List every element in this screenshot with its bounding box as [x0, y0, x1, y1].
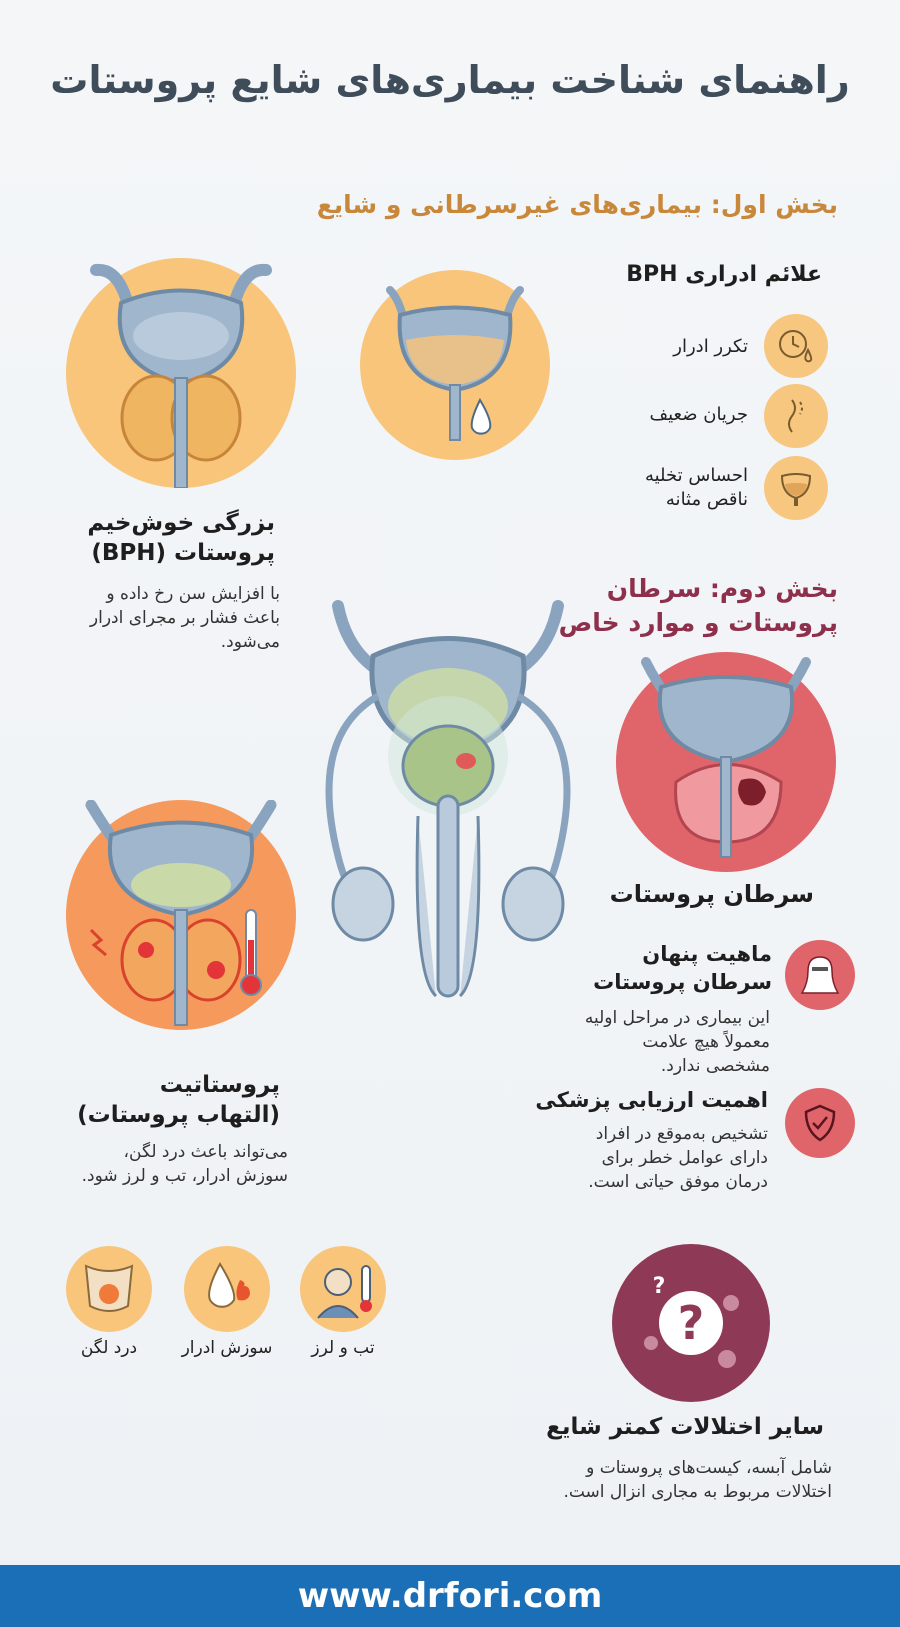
page-title: راهنمای شناخت بیماری‌های شایع پروستات: [50, 58, 850, 102]
burning-urination-icon: [184, 1246, 270, 1332]
question-mark-illustration: ? ?: [612, 1244, 770, 1402]
section2-heading-line2: پروستات و موارد خاص: [558, 608, 838, 637]
weak-stream-icon: [764, 384, 828, 448]
hidden-title-line2: سرطان پروستات: [593, 970, 772, 994]
prostatitis-desc-line1: می‌تواند باعث درد لگن،: [123, 1142, 288, 1162]
prostatitis-desc-line2: سوزش ادرار، تب و لرز شود.: [81, 1166, 288, 1186]
bph-description: با افزایش سن رخ داده و باعث فشار بر مجرا…: [20, 582, 280, 654]
evaluation-desc-line2: دارای عوامل خطر برای: [601, 1148, 768, 1168]
frequent-urination-icon: [764, 314, 828, 378]
bph-symptoms-title: علائم ادراری BPH: [626, 262, 822, 287]
hidden-desc-line2: معمولاً هیچ علامت: [642, 1032, 770, 1052]
bph-desc-line2: باعث فشار بر مجرای ادرار: [89, 608, 280, 628]
evaluation-title: اهمیت ارزیابی پزشکی: [535, 1088, 768, 1112]
fever-chills-icon: [300, 1246, 386, 1332]
bladder-illustration: [360, 270, 550, 460]
footer-website[interactable]: www.drfori.com: [0, 1565, 900, 1627]
hidden-figure-icon: [785, 940, 855, 1010]
question-mark-icon: ? ?: [644, 1274, 739, 1368]
incomplete-emptying-line2: ناقص مثانه: [665, 489, 748, 510]
frequent-urination-label: تکرر ادرار: [673, 336, 748, 357]
other-disorders-desc: شامل آبسه، کیست‌های پروستات و اختلالات م…: [512, 1456, 832, 1504]
prostatitis-title: پروستاتیت (التهاب پروستات): [20, 1070, 280, 1130]
prostatitis-illustration: [66, 799, 296, 1030]
cancer-illustration: [616, 652, 836, 872]
cancer-title: سرطان پروستات: [609, 880, 814, 908]
other-desc-line1: شامل آبسه، کیست‌های پروستات و: [586, 1458, 832, 1478]
hidden-nature-title: ماهیت پنهان سرطان پروستات: [532, 940, 772, 996]
bph-desc-line1: با افزایش سن رخ داده و: [106, 584, 280, 604]
incomplete-emptying-line1: احساس تخلیه: [644, 465, 748, 486]
inflamed-prostate-icon: [85, 799, 277, 1026]
prostatitis-desc: می‌تواند باعث درد لگن، سوزش ادرار، تب و …: [8, 1140, 288, 1188]
bph-prostate-icon: [90, 263, 272, 489]
bladder-drop-icon: [386, 286, 524, 441]
section2-heading: بخش دوم: سرطان پروستات و موارد خاص: [518, 572, 838, 640]
section2-heading-line1: بخش دوم: سرطان: [606, 574, 838, 603]
burning-urination-label: سوزش ادرار: [181, 1338, 273, 1358]
hidden-desc-line3: مشخصی ندارد.: [660, 1056, 770, 1076]
weak-stream-label: جریان ضعیف: [649, 404, 748, 425]
prostatitis-title-line1: پروستاتیت: [159, 1072, 280, 1098]
svg-text:?: ?: [678, 1296, 705, 1350]
fever-chills-label: تب و لرز: [311, 1338, 375, 1358]
incomplete-emptying-label: احساس تخلیه ناقص مثانه: [645, 464, 748, 512]
prostate-tumor-icon: [641, 657, 811, 858]
male-anatomy-icon: [325, 600, 571, 998]
bph-title: بزرگی خوش‌خیم پروستات (BPH): [15, 508, 275, 568]
pelvic-pain-label: درد لگن: [80, 1338, 138, 1358]
central-anatomy-illustration: [318, 596, 578, 1016]
bph-title-line2: پروستات (BPH): [91, 540, 275, 566]
bph-illustration: [66, 258, 296, 489]
prostatitis-title-line2: (التهاب پروستات): [77, 1102, 280, 1128]
hidden-nature-desc: این بیماری در مراحل اولیه معمولاً هیچ عل…: [510, 1006, 770, 1078]
pelvic-pain-icon: [66, 1246, 152, 1332]
other-desc-line2: اختلالات مربوط به مجاری انزال است.: [563, 1482, 832, 1502]
evaluation-desc-line1: تشخیص به‌موقع در افراد: [595, 1124, 768, 1144]
evaluation-desc: تشخیص به‌موقع در افراد دارای عوامل خطر ب…: [508, 1122, 768, 1194]
shield-check-icon: [785, 1088, 855, 1158]
svg-text:?: ?: [653, 1274, 666, 1299]
hidden-desc-line1: این بیماری در مراحل اولیه: [584, 1008, 770, 1028]
evaluation-desc-line3: درمان موفق حیاتی است.: [588, 1172, 768, 1192]
other-disorders-title: سایر اختلالات کمتر شایع: [546, 1414, 824, 1440]
bladder-icon: [764, 456, 828, 520]
hidden-title-line1: ماهیت پنهان: [642, 942, 772, 966]
bph-title-line1: بزرگی خوش‌خیم: [87, 510, 275, 536]
section1-heading: بخش اول: بیماری‌های غیرسرطانی و شایع: [316, 190, 838, 219]
bph-desc-line3: می‌شود.: [220, 632, 280, 652]
